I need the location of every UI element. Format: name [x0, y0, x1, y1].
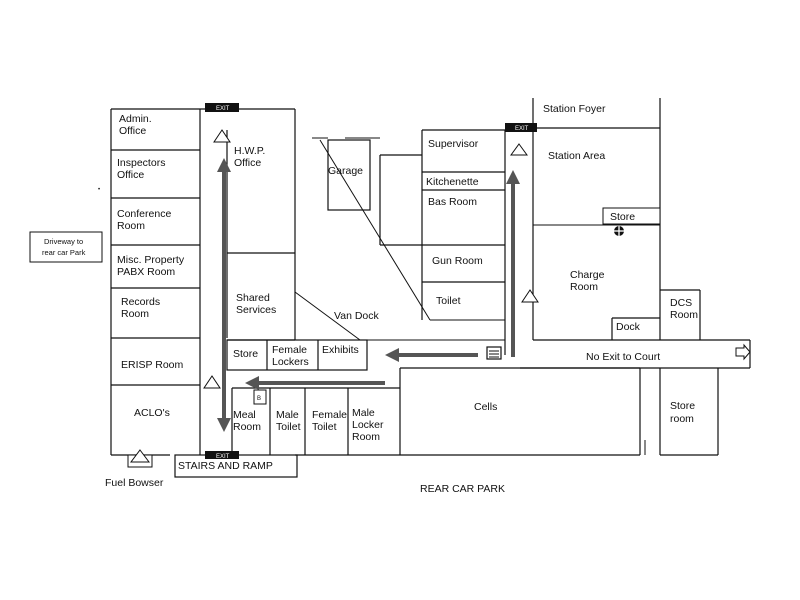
- stairs-ramp-label: STAIRS AND RAMP: [178, 460, 273, 472]
- exit-sign-text: EXIT: [515, 126, 529, 132]
- station-foyer-label: Station Foyer: [543, 103, 606, 115]
- exit-sign-centre: EXIT: [505, 123, 537, 132]
- supervisor-label: Supervisor: [428, 138, 479, 150]
- no-exit-to-court-label: No Exit to Court: [586, 351, 660, 363]
- dock-label: Dock: [616, 321, 641, 333]
- driveway-label-1: Driveway to: [44, 237, 83, 246]
- middle-strip-walls: [226, 339, 368, 371]
- records-room-label-1: Records: [121, 296, 160, 308]
- admin-office-label-2: Office: [119, 125, 146, 137]
- triangle-markers: [203, 129, 539, 389]
- station-area-label: Station Area: [548, 150, 605, 162]
- male-locker-room-label-1: Male: [352, 407, 375, 419]
- exit-sign-text: EXIT: [216, 106, 230, 112]
- gun-room-label: Gun Room: [432, 255, 483, 267]
- exit-sign-top-left: EXIT: [205, 103, 239, 112]
- male-toilet-label-2: Toilet: [276, 421, 301, 433]
- rear-car-park-label: REAR CAR PARK: [420, 483, 505, 495]
- store-room-label-1: Store: [670, 400, 695, 412]
- female-lockers-label-1: Female: [272, 344, 307, 356]
- driveway-label-2: rear car Park: [42, 248, 86, 257]
- inspectors-office-label-1: Inspectors: [117, 157, 165, 169]
- meal-room-label-2: Room: [233, 421, 261, 433]
- kitchenette-label: Kitchenette: [426, 176, 479, 188]
- female-toilet-label-1: Female: [312, 409, 347, 421]
- toilet-label: Toilet: [436, 295, 461, 307]
- panel-icon: [486, 346, 502, 360]
- exit-sign-text: EXIT: [216, 454, 230, 460]
- fuel-bowser-label: Fuel Bowser: [105, 477, 164, 489]
- hwp-office-label-1: H.W.P.: [234, 145, 265, 157]
- centre-block-walls: [379, 129, 506, 355]
- female-lockers-label-2: Lockers: [272, 356, 309, 368]
- shared-services-label-2: Services: [236, 304, 276, 316]
- evacuation-route-arrows: [217, 158, 520, 432]
- garage-label: Garage: [328, 165, 363, 177]
- exit-sign-bottom-left: EXIT: [205, 451, 239, 460]
- inspectors-office-label-2: Office: [117, 169, 144, 181]
- misc-property-label-1: Misc. Property: [117, 254, 185, 266]
- aclos-label: ACLO's: [134, 407, 170, 419]
- marker-b: B: [257, 396, 261, 402]
- misc-property-label-2: PABX Room: [117, 266, 175, 278]
- male-toilet-label-1: Male: [276, 409, 299, 421]
- meal-room-label-1: Meal: [233, 409, 256, 421]
- hwp-office-label-2: Office: [234, 157, 261, 169]
- dcs-room-label-2: Room: [670, 309, 698, 321]
- fuel-bowser-marker: [127, 449, 153, 468]
- conference-room-label-1: Conference: [117, 208, 171, 220]
- erisp-room-label: ERISP Room: [121, 359, 183, 371]
- conference-room-label-2: Room: [117, 220, 145, 232]
- bas-room-label: Bas Room: [428, 196, 477, 208]
- crosshair-icon: [614, 226, 624, 236]
- right-arrow-icon: [735, 343, 751, 361]
- admin-office-label-1: Admin.: [119, 113, 152, 125]
- van-dock-label: Van Dock: [334, 310, 379, 322]
- bullet-mark: •: [98, 187, 100, 193]
- driveway-box: [29, 231, 103, 263]
- male-locker-room-label-3: Room: [352, 431, 380, 443]
- charge-room-label-1: Charge: [570, 269, 605, 281]
- exhibits-label: Exhibits: [322, 344, 359, 356]
- shared-services-label-1: Shared: [236, 292, 270, 304]
- garage-walls: [294, 137, 505, 341]
- cells-label: Cells: [474, 401, 497, 413]
- store-right-label: Store: [610, 211, 635, 223]
- store-left-label: Store: [233, 348, 258, 360]
- records-room-label-2: Room: [121, 308, 149, 320]
- charge-room-label-2: Room: [570, 281, 598, 293]
- female-toilet-label-2: Toilet: [312, 421, 337, 433]
- store-room-label-2: room: [670, 413, 694, 425]
- male-locker-room-label-2: Locker: [352, 419, 384, 431]
- room-labels: Admin. Office Inspectors Office Conferen…: [42, 103, 698, 495]
- dcs-room-label-1: DCS: [670, 297, 692, 309]
